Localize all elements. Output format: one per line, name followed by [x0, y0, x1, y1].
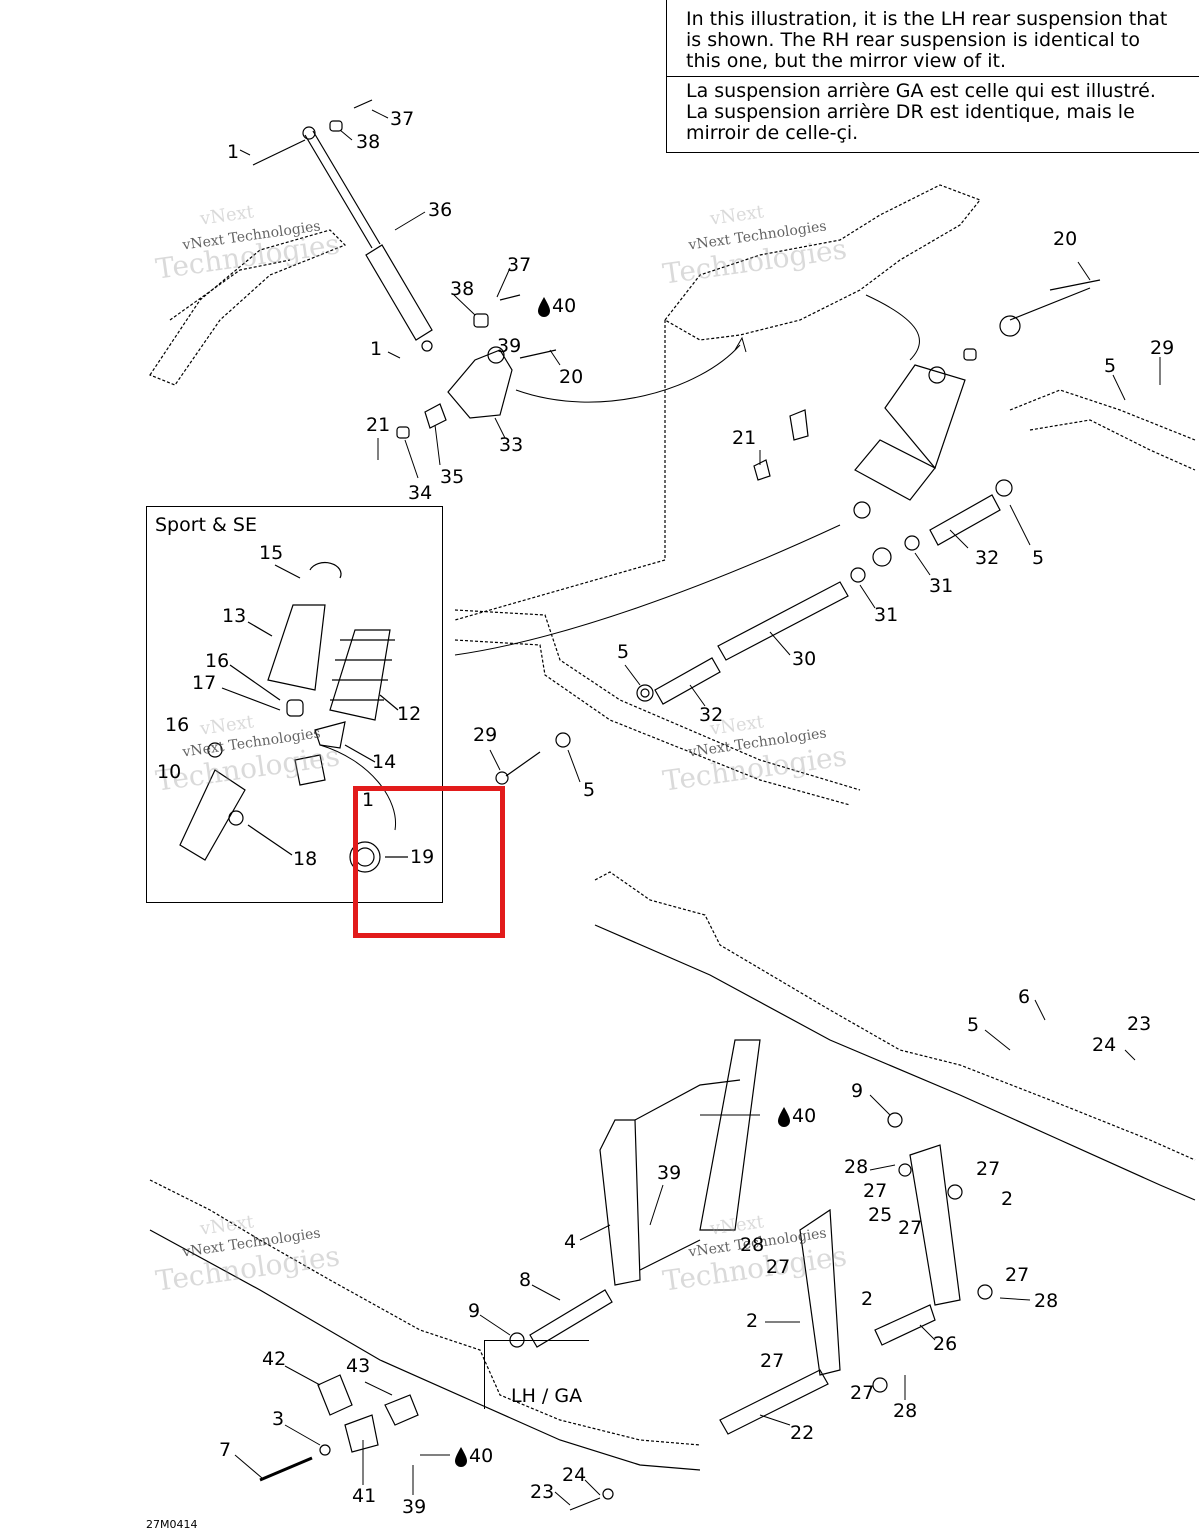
callout-27: 27	[863, 1180, 888, 1202]
callout-26: 26	[933, 1333, 958, 1355]
callout-33: 33	[499, 434, 524, 456]
callout-27: 27	[898, 1217, 923, 1239]
callout-42: 42	[262, 1348, 287, 1370]
callout-15: 15	[259, 542, 284, 564]
bottom-left-parts	[259, 1374, 614, 1511]
callout-7: 7	[219, 1439, 232, 1461]
callout-27: 27	[766, 1256, 791, 1278]
callout-31: 31	[874, 604, 899, 626]
callout-37: 37	[507, 254, 532, 276]
lower-runner-rails	[149, 871, 1196, 1471]
callout-41: 41	[352, 1485, 377, 1507]
note-divider	[667, 76, 1199, 77]
note-french: La suspension arrière GA est celle qui e…	[686, 80, 1156, 144]
callout-27: 27	[976, 1158, 1001, 1180]
upper-right-frame-sketch	[454, 184, 981, 621]
callout-3: 3	[272, 1408, 285, 1430]
callout-14: 14	[372, 751, 397, 773]
sport-se-inset: Sport & SE LH / GA	[146, 506, 589, 1409]
callout-20: 20	[559, 366, 584, 388]
callout-2: 2	[1001, 1188, 1014, 1210]
upper-frame-sketch	[149, 229, 347, 386]
callout-39: 39	[657, 1162, 682, 1184]
callout-38: 38	[356, 131, 381, 153]
callout-20: 20	[1053, 228, 1078, 250]
note-english: In this illustration, it is the LH rear …	[686, 8, 1168, 72]
callout-34: 34	[408, 482, 433, 504]
callout-23: 23	[530, 1481, 555, 1503]
mid-frame-rail	[454, 389, 1196, 806]
callout-31: 31	[929, 575, 954, 597]
callout-28: 28	[1034, 1290, 1059, 1312]
callout-29: 29	[1150, 337, 1175, 359]
callout-16: 16	[205, 650, 230, 672]
callout-32: 32	[699, 704, 724, 726]
callout-23: 23	[1127, 1013, 1152, 1035]
callout-12: 12	[397, 703, 422, 725]
callout-4: 4	[564, 1231, 577, 1253]
callout-17: 17	[192, 672, 217, 694]
rear-links	[719, 1144, 993, 1435]
callout-28: 28	[893, 1400, 918, 1422]
callout-24: 24	[1092, 1034, 1117, 1056]
callout-19: 19	[410, 846, 435, 868]
callout-1: 1	[362, 789, 375, 811]
callout-9: 9	[468, 1300, 481, 1322]
callout-24: 24	[562, 1464, 587, 1486]
illustration-note: In this illustration, it is the LH rear …	[666, 0, 1199, 153]
callout-28: 28	[844, 1156, 869, 1178]
callout-40: 40	[552, 295, 577, 317]
callout-25: 25	[868, 1204, 893, 1226]
callout-27: 27	[850, 1382, 875, 1404]
callout-5: 5	[1104, 355, 1117, 377]
callout-10: 10	[157, 761, 182, 783]
shock-absorber-36	[252, 99, 433, 352]
callout-5: 5	[617, 641, 630, 663]
callout-1: 1	[227, 141, 240, 163]
callout-43: 43	[346, 1355, 371, 1377]
inset-sport-se-parts	[179, 561, 408, 873]
callout-21: 21	[732, 427, 757, 449]
callout-13: 13	[222, 605, 247, 627]
callout-1: 1	[370, 338, 383, 360]
leader-lines	[234, 109, 1161, 1506]
lh-ga-label: LH / GA	[511, 1385, 583, 1407]
callout-2: 2	[746, 1310, 759, 1332]
callout-8: 8	[519, 1269, 532, 1291]
callout-27: 27	[760, 1350, 785, 1372]
callout-21: 21	[366, 414, 391, 436]
callout-2: 2	[861, 1288, 874, 1310]
callout-39: 39	[497, 335, 522, 357]
callout-5: 5	[1032, 547, 1045, 569]
callout-5: 5	[967, 1014, 980, 1036]
oil-drop-icons	[455, 297, 790, 1467]
callout-6: 6	[1018, 986, 1031, 1008]
callout-9: 9	[851, 1080, 864, 1102]
callout-32: 32	[975, 547, 1000, 569]
lh-ga-subbox: LH / GA	[484, 1340, 589, 1409]
rear-shock-absorber	[753, 279, 1101, 519]
callout-39: 39	[402, 1496, 427, 1518]
callout-5: 5	[583, 779, 596, 801]
inset-title: Sport & SE	[155, 514, 257, 536]
callout-22: 22	[790, 1422, 815, 1444]
callout-36: 36	[428, 199, 453, 221]
front-arm-4	[509, 1039, 903, 1348]
figure-reference-code: 27M0414	[146, 1518, 198, 1531]
callout-37: 37	[390, 108, 415, 130]
callout-27: 27	[1005, 1264, 1030, 1286]
highlight-box	[353, 786, 505, 938]
callout-29: 29	[473, 724, 498, 746]
callout-40: 40	[792, 1105, 817, 1127]
bracket-33	[396, 294, 747, 439]
callout-30: 30	[792, 648, 817, 670]
callout-16: 16	[165, 714, 190, 736]
callout-28: 28	[740, 1234, 765, 1256]
callout-35: 35	[440, 466, 465, 488]
callout-38: 38	[450, 278, 475, 300]
callout-18: 18	[293, 848, 318, 870]
cross-shaft-30	[454, 479, 1013, 785]
callout-40: 40	[469, 1445, 494, 1467]
